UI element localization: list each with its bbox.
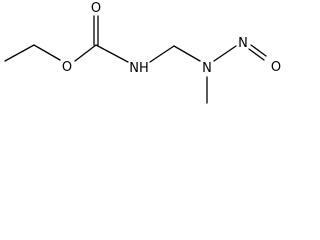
atom-label: O (91, 1, 101, 16)
atom-label: NH (129, 61, 149, 76)
atom-nitroso-nitrogen: N (238, 36, 248, 51)
atom-label: N (238, 36, 248, 51)
atom-carbonyl-oxygen: O (91, 1, 101, 16)
chemical-structure-diagram: O O NH N N O (4, 1, 281, 104)
atom-amide-nitrogen: NH (129, 61, 149, 76)
atom-label: N (202, 61, 212, 76)
bond-n-o-double-1 (248, 48, 265, 61)
bond-group (4, 15, 267, 104)
bond-ch2-o-ester (33, 44, 61, 61)
bond-ch2-n (173, 45, 201, 62)
atom-label: O (62, 60, 72, 75)
atom-label: O (271, 60, 281, 75)
bond-o-ester-c (74, 44, 97, 62)
atom-amine-nitrogen: N (202, 61, 212, 76)
bond-ethyl-ch3-ch2 (4, 44, 35, 62)
structure-canvas: O O NH N N O (0, 0, 287, 111)
bond-n-o-double-2 (250, 44, 267, 57)
bond-n-n (213, 45, 237, 62)
atom-nitroso-oxygen: O (271, 60, 281, 75)
bond-c-nh (95, 44, 129, 63)
atom-ester-oxygen: O (62, 60, 72, 75)
bond-nh-ch2 (149, 45, 175, 63)
